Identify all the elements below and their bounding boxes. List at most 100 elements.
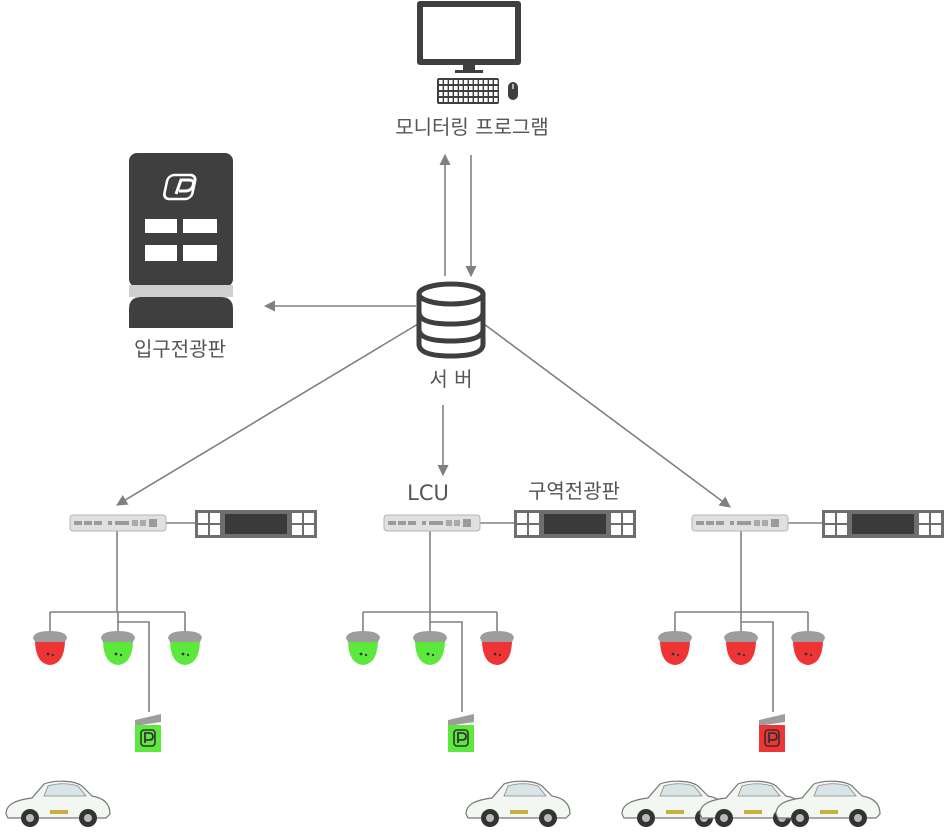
sensor-led xyxy=(51,653,55,657)
keyboard-key xyxy=(459,80,463,84)
sign-link-line xyxy=(741,621,774,712)
keyboard-key xyxy=(464,92,468,96)
sensor-led xyxy=(498,653,502,657)
sensor-mount xyxy=(791,631,825,642)
keyboard-key xyxy=(484,92,488,96)
keyboard-key xyxy=(454,98,458,102)
car-icon xyxy=(465,780,571,828)
sign-mount xyxy=(135,714,161,726)
keyboard-key xyxy=(474,80,478,84)
sensor-led xyxy=(804,652,808,656)
keyboard-key xyxy=(439,86,443,90)
nodes-layer xyxy=(5,1,944,828)
keyboard-key xyxy=(489,98,493,102)
keyboard-key xyxy=(444,80,448,84)
keyboard-key xyxy=(464,80,468,84)
keyboard-key xyxy=(464,86,468,90)
sign-face-occupied xyxy=(759,725,785,752)
keyboard-key xyxy=(489,86,493,90)
sensor-led xyxy=(809,653,813,657)
sensor-led xyxy=(493,652,497,656)
keyboard-key xyxy=(449,98,453,102)
keyboard-key xyxy=(449,92,453,96)
sensor-mount xyxy=(658,631,692,642)
kiosk-window xyxy=(145,219,177,233)
parking-sign-icon xyxy=(135,714,161,752)
database-icon xyxy=(416,281,486,359)
keyboard-key xyxy=(489,80,493,84)
sensor-led xyxy=(676,653,680,657)
lcu-device-icon xyxy=(383,514,481,532)
sensor-led xyxy=(737,652,741,656)
keyboard-key xyxy=(489,92,493,96)
sensor-led xyxy=(671,652,675,656)
kiosk-window xyxy=(183,219,217,233)
sensor-icon xyxy=(724,631,758,665)
keyboard-key xyxy=(459,92,463,96)
keyboard-key xyxy=(494,80,498,84)
sensor-led xyxy=(359,652,363,656)
sensor-mount xyxy=(101,631,135,642)
sensor-icon xyxy=(346,631,380,665)
parking-sign-icon xyxy=(448,714,474,752)
sign-p-frame xyxy=(764,729,780,747)
sensor-icon xyxy=(33,631,67,665)
keyboard-key xyxy=(484,80,488,84)
parking-sign-icon xyxy=(759,714,785,752)
lcu-device-icon xyxy=(691,514,789,532)
car-icon xyxy=(5,780,111,828)
keyboard-key xyxy=(479,86,483,90)
sensor-dome-vacant xyxy=(103,642,133,665)
sensor-dome-occupied xyxy=(35,642,65,665)
kiosk-gap xyxy=(129,285,233,297)
database-ring xyxy=(416,328,486,344)
led-panel-icon xyxy=(195,510,317,538)
keyboard-key xyxy=(444,86,448,90)
sensor-led xyxy=(181,652,185,656)
led-panel-icon xyxy=(822,510,944,538)
keyboard-key xyxy=(494,98,498,102)
sign-p-frame xyxy=(140,729,156,747)
sensor-icon xyxy=(168,631,202,665)
monitoring-label: 모니터링 프로그램 xyxy=(395,115,549,139)
keyboard-key xyxy=(469,86,473,90)
monitor-stand xyxy=(455,70,483,73)
server-label: 서 버 xyxy=(429,367,472,391)
kiosk-lower xyxy=(129,297,233,328)
sensor-icon xyxy=(791,631,825,665)
monitor-neck xyxy=(463,65,475,71)
keyboard-key xyxy=(484,86,488,90)
keyboard-key xyxy=(474,92,478,96)
arrow-server-to-lcu-left xyxy=(116,323,419,506)
sensor-led xyxy=(364,653,368,657)
sign-link-line xyxy=(430,621,463,712)
keyboard-key xyxy=(449,86,453,90)
sensor-mount xyxy=(480,631,514,642)
keyboard-key xyxy=(479,98,483,102)
sign-p-letter xyxy=(457,732,467,743)
lcu-label: LCU xyxy=(407,481,449,505)
mouse-body xyxy=(508,82,518,100)
sign-p-frame xyxy=(453,729,469,747)
keyboard-key xyxy=(469,98,473,102)
keyboard-key xyxy=(464,98,468,102)
keyboard-key xyxy=(469,92,473,96)
kiosk-logo-p xyxy=(174,178,195,195)
sensor-dome-occupied xyxy=(726,642,756,665)
keyboard-key xyxy=(494,92,498,96)
keyboard-key xyxy=(454,80,458,84)
sign-p-letter xyxy=(768,732,778,743)
keyboard-key xyxy=(439,92,443,96)
kiosk-window xyxy=(183,245,217,261)
sensor-dome-vacant xyxy=(170,642,200,665)
keyboard-key xyxy=(474,86,478,90)
sensor-led xyxy=(431,653,435,657)
keyboard-key xyxy=(484,98,488,102)
keyboard-key xyxy=(459,86,463,90)
database-ring xyxy=(416,311,486,327)
sensor-mount xyxy=(33,631,67,642)
sign-mount xyxy=(448,714,474,726)
mouse-icon xyxy=(508,82,518,100)
